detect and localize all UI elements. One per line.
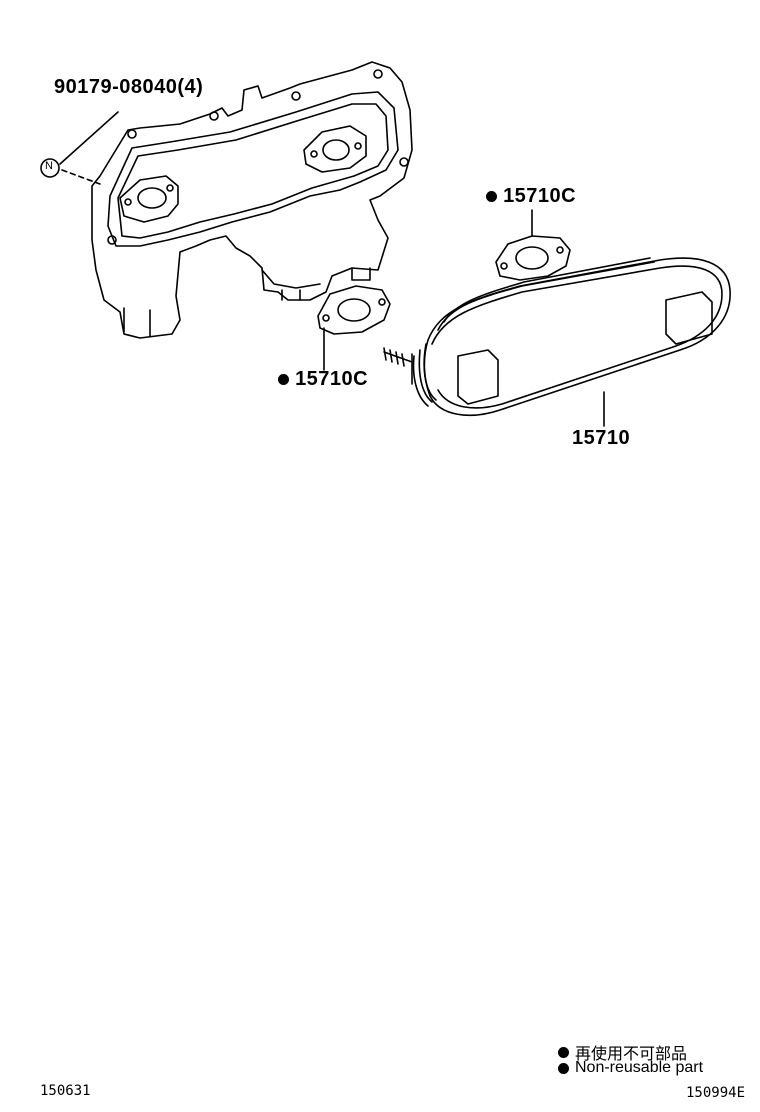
gasket-upper-part-number: 15710C xyxy=(503,185,577,207)
cooler-part-label: 15710 xyxy=(572,427,631,449)
n-marker-circle xyxy=(40,158,60,178)
gasket-upper-label: 15710C xyxy=(486,185,576,208)
engine-cover xyxy=(91,61,413,339)
bolt-part-label: 90179-08040(4) xyxy=(54,76,204,98)
bolt-leader-line xyxy=(59,111,119,165)
footer-left-code: 150631 xyxy=(40,1083,91,1099)
gasket-upper xyxy=(495,209,571,281)
legend-english-text: Non-reusable part xyxy=(575,1059,704,1076)
non-reusable-dot-icon xyxy=(558,1062,569,1074)
n-marker-label: N xyxy=(45,160,53,172)
non-reusable-dot-icon xyxy=(558,1046,569,1058)
footer-right-code: 150994E xyxy=(686,1085,746,1101)
legend-english: Non-reusable part xyxy=(558,1059,703,1077)
legend-japanese-text: 再使用不可部品 xyxy=(575,1046,688,1063)
non-reusable-dot-icon xyxy=(486,191,497,202)
n-marker-dashed-line xyxy=(61,169,101,185)
gasket-lower xyxy=(317,285,391,371)
oil-cooler xyxy=(383,257,731,427)
gasket-lower-label: 15710C xyxy=(278,368,368,391)
legend-japanese: 再使用不可部品 xyxy=(558,1040,687,1064)
non-reusable-dot-icon xyxy=(278,374,289,385)
gasket-lower-part-number: 15710C xyxy=(295,368,369,390)
